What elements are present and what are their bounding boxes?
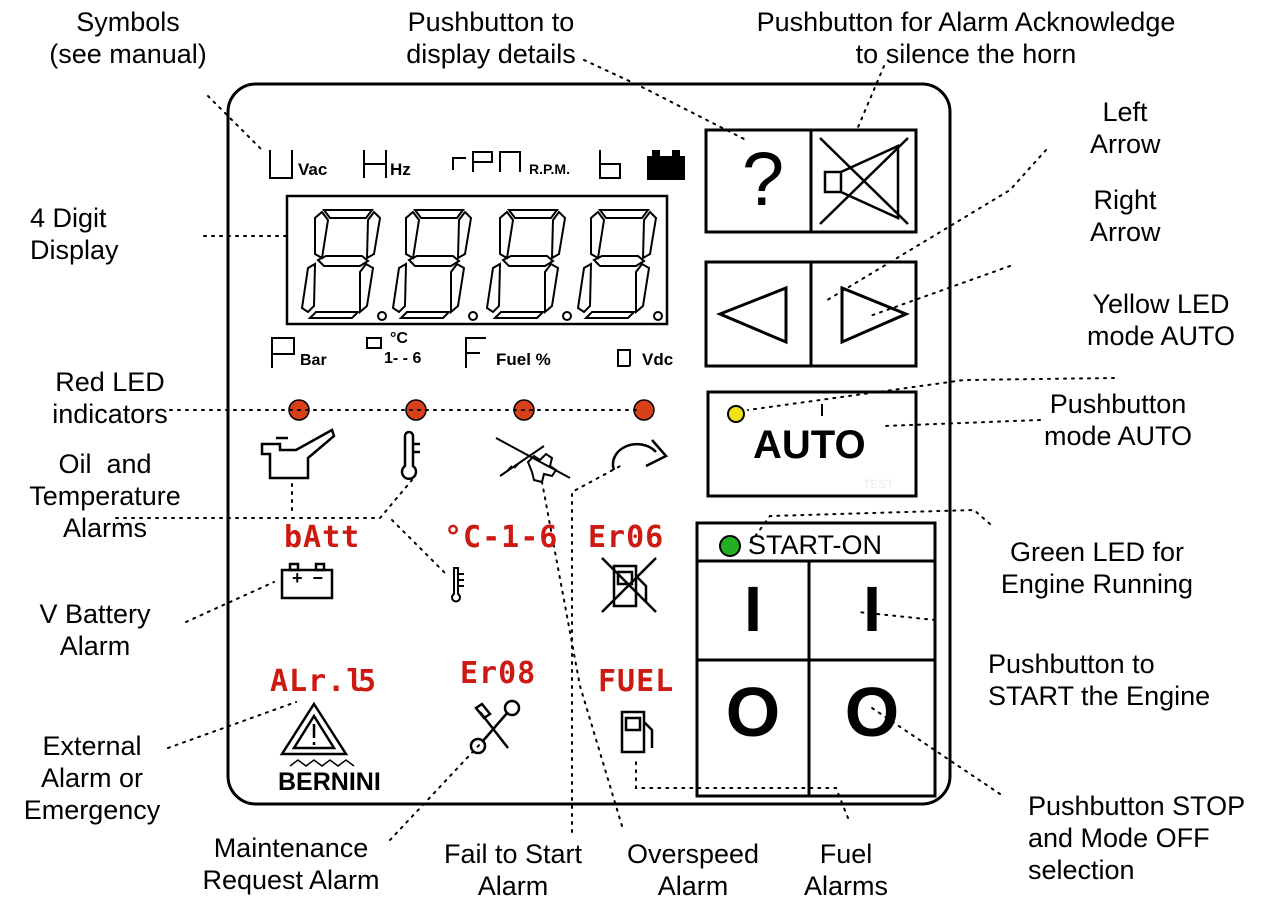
symbol-fuel-label: Fuel %	[496, 350, 551, 369]
battery-symbol	[647, 150, 685, 180]
digit-display	[285, 194, 669, 326]
left-arrow-icon	[716, 285, 788, 345]
left-arrow-button[interactable]	[707, 263, 810, 365]
stop-button-2[interactable]: O	[844, 673, 900, 751]
symbol-glyphs	[269, 150, 631, 368]
label-green-led: Green LED for Engine Running	[1000, 537, 1194, 599]
start-button-1[interactable]: I	[744, 573, 762, 645]
label-alarm-ack: Pushbutton for Alarm Acknowledge to sile…	[756, 7, 1176, 69]
thermometer-icon	[400, 430, 420, 480]
help-button[interactable]: ?	[741, 137, 785, 222]
code-fuel: FUEL	[598, 664, 675, 699]
warning-triangle-icon	[279, 701, 349, 756]
silence-horn-button[interactable]	[812, 131, 916, 231]
horn-icon	[819, 137, 909, 225]
symbol-hz-label: Hz	[390, 160, 411, 179]
rotation-arrow-icon	[611, 439, 669, 471]
wrench-screwdriver-icon	[469, 699, 521, 755]
code-temp: °C-1-6	[444, 520, 559, 555]
code-alr-range: 5	[358, 664, 378, 699]
label-display-details: Pushbutton to display details	[406, 7, 576, 69]
label-symbols: Symbols (see manual)	[49, 7, 207, 69]
label-start-engine: Pushbutton to START the Engine	[988, 649, 1211, 711]
start-button-2[interactable]: I	[863, 573, 881, 645]
symbol-rpm-label: R.P.M.	[529, 161, 570, 177]
label-fail-start: Fail to Start Alarm	[443, 839, 583, 901]
label-overspeed: Overspeed Alarm	[626, 839, 760, 901]
label-fuel-alarms: Fuel Alarms	[803, 839, 888, 901]
label-right-arrow: Right Arrow	[1090, 185, 1161, 247]
fuel-pump-icon	[620, 710, 654, 754]
symbol-celsius-label: °C	[390, 330, 408, 347]
code-er08: Er08	[460, 656, 537, 691]
label-pushbutton-auto: Pushbutton mode AUTO	[1043, 389, 1193, 451]
right-arrow-icon	[840, 285, 910, 345]
label-yellow-led: Yellow LED mode AUTO	[1086, 289, 1236, 351]
stop-button-1[interactable]: O	[725, 673, 781, 751]
green-led	[719, 535, 741, 557]
symbol-vac-label: Vac	[298, 160, 328, 179]
crossed-engine-icon	[495, 437, 571, 484]
symbol-bar-label: Bar	[300, 352, 327, 369]
code-batt: bAtt	[284, 520, 361, 555]
battery-alarm-signs: + −	[292, 568, 324, 588]
leader-lines	[115, 59, 1115, 841]
symbol-vdc-label: Vdc	[642, 350, 674, 369]
bernini-logo: BERNINI	[278, 768, 381, 796]
right-arrow-button[interactable]	[812, 263, 915, 365]
crossed-fuel-pump-icon	[601, 557, 657, 613]
label-v-battery: V Battery Alarm	[39, 599, 151, 661]
code-alr: ALr.l	[270, 664, 366, 699]
label-external-alarm: External Alarm or Emergency	[23, 731, 161, 825]
logo-zigzag	[289, 759, 355, 767]
label-oil-temp: Oil and Temperature Alarms	[29, 449, 181, 543]
label-red-led: Red LED indicators	[52, 367, 168, 429]
auto-button[interactable]: AUTO TEST	[709, 393, 915, 495]
test-label: TEST	[863, 477, 894, 491]
start-on-label: START-ON	[748, 530, 883, 560]
symbol-range-label: 1- - 6	[384, 350, 422, 367]
label-stop-mode: Pushbutton STOP and Mode OFF selection	[1028, 791, 1246, 885]
auto-button-label: AUTO	[753, 423, 866, 467]
label-maintenance: Maintenance Request Alarm	[202, 833, 380, 895]
code-er06: Er06	[588, 520, 665, 555]
small-thermometer-icon	[451, 567, 464, 603]
label-left-arrow: Left Arrow	[1090, 97, 1161, 159]
label-digit-display: 4 Digit Display	[30, 203, 119, 265]
yellow-led	[727, 405, 745, 423]
oil-can-icon	[260, 428, 336, 480]
battery-alarm-icon	[280, 562, 334, 600]
